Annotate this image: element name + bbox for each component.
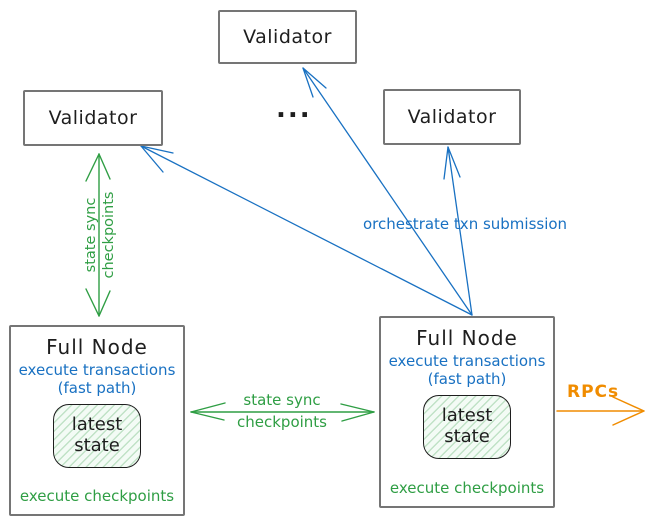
- full-node-box-right: Full Node execute transactions (fast pat…: [379, 316, 555, 508]
- latest-state-label-left: latest state: [71, 414, 123, 456]
- fast-path-label-right: (fast path): [427, 370, 507, 388]
- validator-right-label: Validator: [407, 106, 497, 128]
- validator-box-top: Validator: [218, 10, 357, 64]
- full-node-right-title: Full Node: [416, 326, 518, 350]
- latest-state-box-right: latest state: [423, 395, 511, 459]
- rpcs-label: RPCs: [567, 382, 620, 402]
- execute-transactions-label-left: execute transactions: [18, 361, 176, 379]
- validator-top-label: Validator: [243, 26, 332, 48]
- validator-box-right: Validator: [383, 89, 521, 145]
- validator-left-label: Validator: [48, 107, 138, 129]
- state-sync-horizontal-label-bottom: checkpoints: [237, 413, 327, 431]
- execute-transactions-label-right: execute transactions: [388, 352, 546, 370]
- execute-checkpoints-label-right: execute checkpoints: [389, 479, 545, 497]
- latest-state-label-right: latest state: [441, 405, 493, 447]
- validator-box-left: Validator: [23, 90, 163, 146]
- orchestrate-txn-submission-label: orchestrate txn submission: [363, 215, 568, 233]
- state-sync-horizontal-label-top: state sync: [243, 391, 321, 409]
- execute-checkpoints-label-left: execute checkpoints: [19, 487, 175, 505]
- latest-state-box-left: latest state: [53, 404, 141, 468]
- fast-path-label-left: (fast path): [57, 379, 137, 397]
- ellipsis-label: ...: [276, 94, 312, 124]
- full-node-left-title: Full Node: [46, 335, 148, 359]
- full-node-box-left: Full Node execute transactions (fast pat…: [9, 325, 185, 516]
- state-sync-vertical-label: state sync checkpoints: [82, 191, 117, 279]
